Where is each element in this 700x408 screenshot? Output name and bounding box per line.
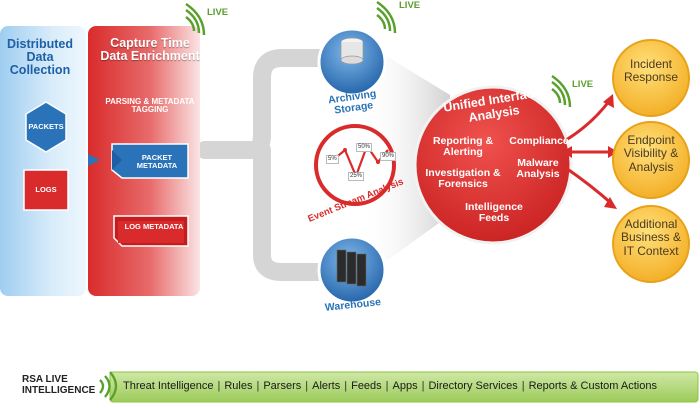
packets-label: PACKETS [28, 122, 64, 131]
outcome-endpoint [612, 121, 690, 199]
logs-label: LOGS [35, 185, 57, 194]
collect-arrow [88, 154, 100, 166]
outcome-context [612, 205, 690, 283]
live-wave-icon [185, 2, 206, 36]
footer-wave-icon [99, 371, 118, 401]
footer-item: Directory Services [428, 380, 518, 392]
outcome-context-label: Additional Business & IT Context [620, 217, 682, 258]
unified-analysis-node [413, 85, 573, 245]
compliance: Compliance [509, 135, 569, 147]
footer-item: Threat Intelligence [123, 380, 214, 392]
live-label: LIVE [572, 79, 594, 90]
outcome-incident [612, 39, 690, 117]
outcome-incident-label: Incident Response [623, 57, 679, 85]
trend-label: 5% [326, 155, 339, 164]
connector-tube [196, 49, 335, 281]
funnel-shape [360, 40, 450, 280]
malware-analysis: Malware Analysis [516, 157, 560, 181]
collection-panel [0, 26, 86, 296]
footer-brand: RSA LIVE INTELLIGENCE [22, 374, 96, 396]
live-wave-icon [551, 74, 572, 108]
footer-item: Parsers [263, 380, 302, 392]
footer-item: Apps [392, 380, 418, 392]
live-wave-icon [376, 0, 397, 34]
trend-label: 25% [348, 172, 365, 181]
log-metadata-label: LOG METADATA [124, 222, 184, 231]
investigation-forensics: Investigation & Forensics [425, 167, 501, 191]
trend-line [332, 143, 389, 179]
live-label: LIVE [399, 0, 421, 11]
footer-items: Threat Intelligence|Rules|Parsers|Alerts… [123, 380, 657, 392]
database-icon [340, 37, 364, 65]
packets-hexagon [25, 101, 67, 153]
footer-item: Reports & Custom Actions [528, 380, 657, 392]
trend-label: 90% [380, 152, 397, 161]
footer-item: Rules [224, 380, 253, 392]
collection-title: Distributed Data Collection [7, 37, 73, 78]
footer-item: Alerts [312, 380, 341, 392]
event-stream-node [314, 124, 396, 206]
capture-title: Capture Time Data Enrichment [100, 36, 200, 64]
footer-item: Feeds [351, 380, 382, 392]
servers-icon [336, 249, 367, 287]
capture-subtitle: PARSING & METADATA TAGGING [105, 97, 195, 115]
trend-label: 50% [356, 143, 373, 152]
packet-metadata-label: PACKET METADATA [136, 153, 178, 170]
live-label: LIVE [207, 7, 229, 18]
reporting-alerting: Reporting & Alerting [432, 135, 494, 159]
intelligence-feeds: Intelligence Feeds [465, 201, 523, 225]
logs-square [23, 169, 69, 211]
outcome-endpoint-label: Endpoint Visibility & Analysis [623, 133, 679, 174]
output-arrows [565, 99, 614, 206]
arrow-heads [562, 94, 618, 209]
